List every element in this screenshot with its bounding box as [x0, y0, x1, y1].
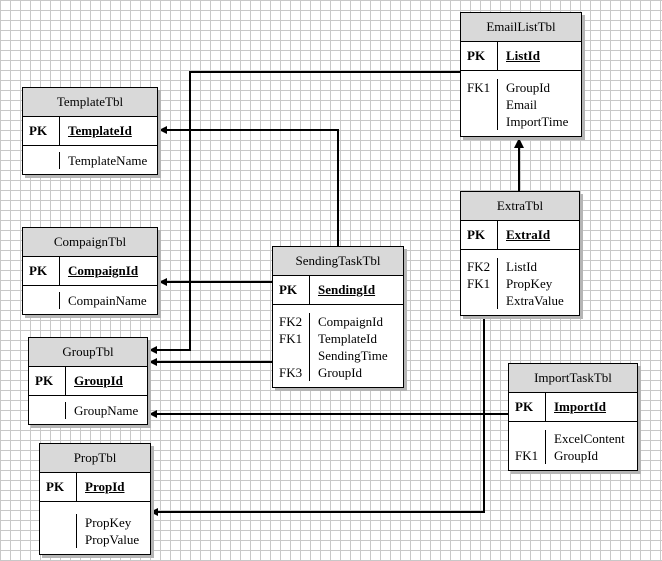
field: GroupName	[74, 403, 139, 418]
fk-label	[467, 96, 497, 113]
pk-field: SendingId	[318, 282, 376, 297]
pk-field: ImportId	[554, 399, 607, 414]
pk-field: CompaignId	[68, 263, 139, 278]
fk-label	[467, 113, 497, 130]
fk-label: FK1	[467, 276, 491, 291]
field: Email	[506, 97, 538, 112]
pk-label: PK	[23, 257, 60, 285]
rel-emaillist-group	[149, 71, 460, 354]
pk-field: GroupId	[74, 373, 123, 388]
fk-label: FK1	[515, 448, 539, 463]
table-title: EmailListTbl	[461, 13, 581, 42]
fk-label	[279, 347, 309, 364]
fk-label	[46, 514, 76, 531]
prop-table[interactable]: PropTbl PK PropId PropKey PropValue	[39, 443, 151, 555]
table-title: CompaignTbl	[23, 228, 157, 257]
field: CompaignId	[318, 314, 383, 329]
pk-label: PK	[461, 221, 498, 249]
fk-label	[35, 402, 65, 419]
field: ExcelContent	[554, 431, 625, 446]
fk-label	[467, 292, 497, 309]
group-table[interactable]: GroupTbl PK GroupId GroupName	[28, 337, 148, 425]
table-title: TemplateTbl	[23, 88, 157, 117]
import-task-table[interactable]: ImportTaskTbl PK ImportId FK1 ExcelConte…	[508, 363, 638, 471]
compaign-table[interactable]: CompaignTbl PK CompaignId CompainName	[22, 227, 158, 315]
table-title: SendingTaskTbl	[273, 247, 403, 276]
table-title: PropTbl	[40, 444, 150, 473]
email-list-table[interactable]: EmailListTbl PK ListId FK1 GroupId Email…	[460, 12, 582, 137]
field: TemplateName	[68, 153, 148, 168]
table-title: ImportTaskTbl	[509, 364, 637, 393]
table-title: GroupTbl	[29, 338, 147, 367]
field: PropKey	[506, 276, 553, 291]
field: ImportTime	[506, 114, 569, 129]
field: GroupId	[506, 80, 551, 95]
template-table[interactable]: TemplateTbl PK TemplateId TemplateName	[22, 87, 158, 175]
field: TemplateId	[318, 331, 378, 346]
pk-label: PK	[461, 42, 498, 70]
pk-field: ExtraId	[506, 227, 551, 242]
fk-label: FK1	[279, 331, 303, 346]
sending-task-table[interactable]: SendingTaskTbl PK SendingId FK2 FK1 FK3 …	[272, 246, 404, 388]
fk-label: FK1	[467, 80, 491, 95]
fk-label	[29, 152, 59, 169]
fk-label	[29, 292, 59, 309]
field: GroupId	[318, 365, 363, 380]
fk-label	[46, 531, 76, 548]
field: PropValue	[85, 532, 140, 547]
extra-table[interactable]: ExtraTbl PK ExtraId FK2 FK1 ListId PropK…	[460, 191, 580, 316]
field: GroupId	[554, 448, 599, 463]
field: CompainName	[68, 293, 147, 308]
pk-field: TemplateId	[68, 123, 132, 138]
pk-label: PK	[29, 367, 66, 395]
fk-label: FK2	[279, 314, 303, 329]
field: ListId	[506, 259, 538, 274]
rel-extra-prop	[150, 317, 485, 516]
pk-field: PropId	[85, 479, 125, 494]
pk-field: ListId	[506, 48, 540, 63]
pk-label: PK	[509, 393, 546, 421]
field: SendingTime	[318, 348, 388, 363]
fk-label: FK3	[279, 365, 303, 380]
table-title: ExtraTbl	[461, 192, 579, 221]
pk-label: PK	[40, 473, 77, 501]
field: ExtraValue	[506, 293, 564, 308]
fk-label: FK2	[467, 259, 491, 274]
rel-sending-template	[159, 126, 339, 246]
pk-label: PK	[273, 276, 310, 304]
pk-label: PK	[23, 117, 60, 145]
field: PropKey	[85, 515, 132, 530]
fk-label	[515, 430, 545, 447]
